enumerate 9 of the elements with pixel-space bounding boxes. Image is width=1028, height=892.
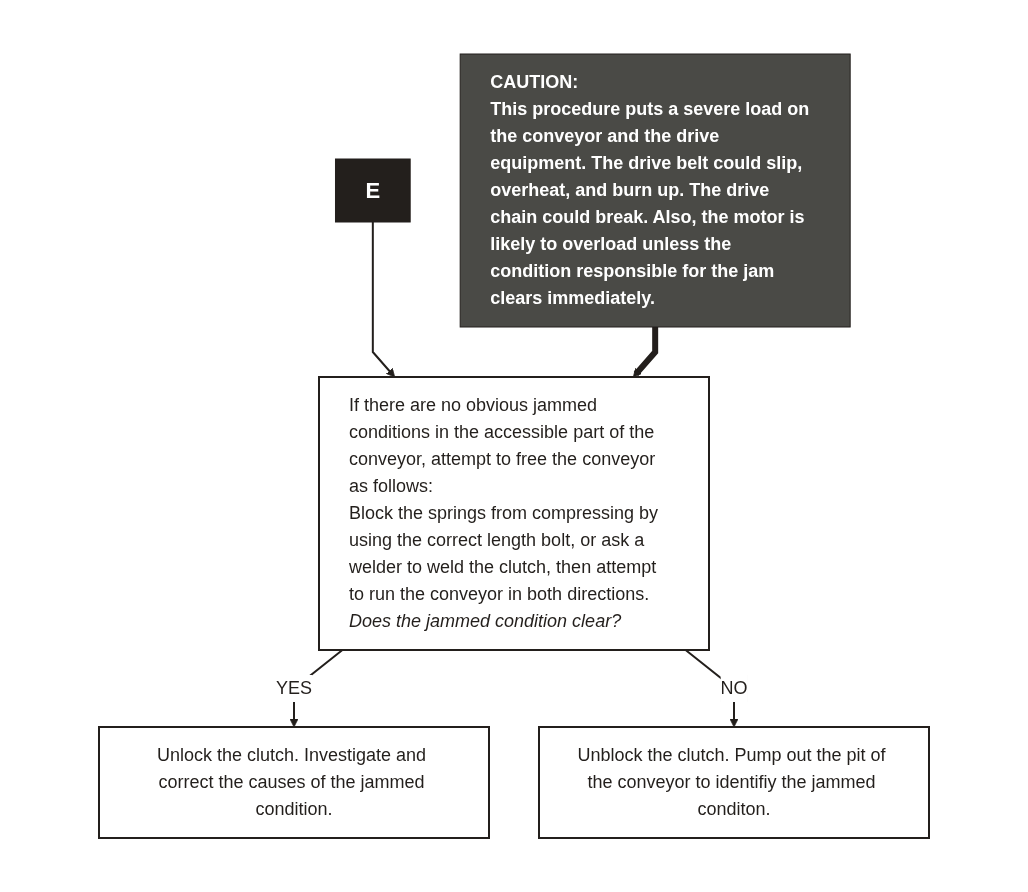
arrow xyxy=(632,327,659,378)
node-box: E xyxy=(335,158,411,223)
node-box: Unblock the clutch. Pump out the pit of the conveyor to identifiy the jammed conditon. xyxy=(538,726,930,839)
node-box: CAUTION: This procedure puts a severe load on the conveyor and the drive equipment. The drive belt could slip, overheat, and burn up. The drive chain could break. Also, the motor is likely to overload unless the condition responsible for the jam clears immediately. xyxy=(459,53,851,328)
arrow xyxy=(371,221,396,378)
node-box: Unlock the clutch. Investigate and correct the causes of the jammed condition. xyxy=(98,726,490,839)
edge-label: NO xyxy=(720,678,748,698)
edge-label: YES xyxy=(275,678,313,698)
node-box: If there are no obvious jammed conditions in the accessible part of the conveyor, attempt to free the conveyor as follows: Block the springs from compressing by using the correct length bolt, or ask a welder to weld the clutch, then attempt to run the conveyor in both directions. Does the jammed condition clear? xyxy=(318,376,710,651)
